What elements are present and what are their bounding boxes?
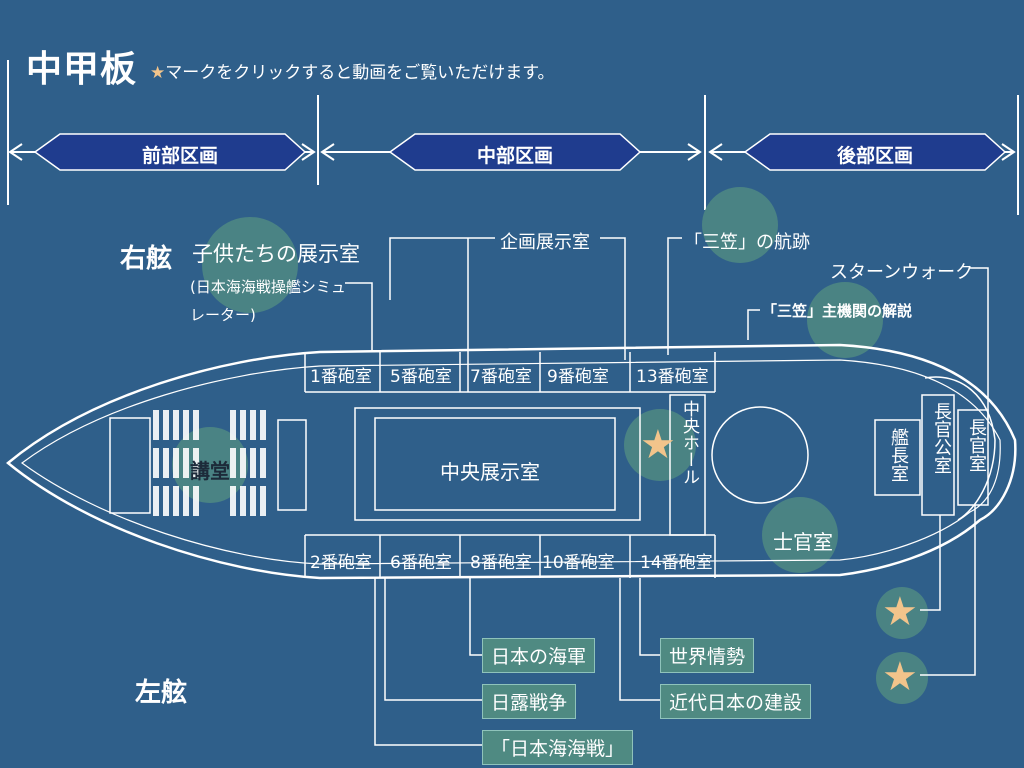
hull-outline	[6, 343, 1017, 580]
commander-room[interactable]: 長官公室	[931, 402, 952, 474]
gun-room-6[interactable]: 6番砲室	[390, 553, 452, 573]
video-star-icon-stern[interactable]: ★	[882, 654, 918, 700]
hull-inner	[20, 359, 1001, 565]
mikasa-track-callout[interactable]: 「三笠」の航跡	[684, 232, 810, 253]
kids-room-sub1: (日本海海戦操艦シミュ	[190, 278, 346, 296]
gun-room-8[interactable]: 8番砲室	[470, 553, 532, 573]
highlight-circles	[172, 187, 928, 704]
modern-japan-callout[interactable]: 近代日本の建設	[660, 684, 812, 719]
video-star-icon-center[interactable]: ★	[640, 422, 676, 468]
banner-front	[33, 133, 307, 171]
lecture-hall[interactable]: 講堂	[190, 459, 230, 483]
section-front-label: 前部区画	[141, 145, 218, 167]
gun-room-9[interactable]: 9番砲室	[547, 367, 609, 387]
seat-rows	[153, 410, 266, 516]
star-icon: ★	[150, 63, 166, 83]
instruction-label: マークをクリックすると動画をご覧いただけます。	[165, 63, 555, 83]
gun-room-14[interactable]: 14番砲室	[640, 553, 713, 573]
stern-walk-callout[interactable]: スターンウォーク	[830, 262, 974, 283]
kids-room-sub2: レーター)	[190, 306, 256, 324]
officers-room[interactable]: 士官室	[773, 530, 833, 554]
gun-room-10[interactable]: 10番砲室	[542, 553, 615, 573]
gun-room-walls	[109, 352, 996, 578]
central-hall[interactable]: 中央ホール	[679, 400, 699, 485]
captain-room[interactable]: 艦長室	[888, 428, 909, 482]
banner-rear	[743, 133, 1007, 171]
gun-room-5[interactable]: 5番砲室	[390, 367, 452, 387]
world-affairs-callout[interactable]: 世界情勢	[660, 638, 755, 673]
russo-war-callout[interactable]: 日露戦争	[482, 684, 577, 719]
starboard-label: 右舷	[120, 244, 173, 274]
video-star-icon-commander[interactable]: ★	[882, 589, 918, 635]
gun-room-13[interactable]: 13番砲室	[636, 367, 709, 387]
page-title: 中甲板	[26, 49, 138, 90]
kids-room-callout[interactable]: 子供たちの展示室	[192, 242, 360, 266]
gun-room-7[interactable]: 7番砲室	[470, 367, 532, 387]
engine-explain-callout[interactable]: 「三笠」主機関の解説	[762, 302, 913, 320]
instruction-text: ★マークをクリックすると動画をご覧いただけます。	[150, 58, 555, 83]
banner-middle	[388, 133, 642, 171]
planning-room-callout[interactable]: 企画展示室	[500, 232, 590, 253]
section-middle-label: 中部区画	[476, 145, 553, 167]
gun-room-1[interactable]: 1番砲室	[310, 367, 372, 387]
commander-quarters[interactable]: 長官室	[966, 418, 987, 472]
tsushima-callout[interactable]: 「日本海海戦」	[482, 730, 634, 765]
port-label: 左舷	[135, 678, 188, 708]
callout-lines	[345, 237, 989, 746]
navy-callout[interactable]: 日本の海軍	[482, 638, 596, 673]
central-exhibit-room[interactable]: 中央展示室	[440, 460, 540, 484]
section-rear-label: 後部区画	[836, 145, 913, 167]
gun-room-2[interactable]: 2番砲室	[310, 553, 372, 573]
